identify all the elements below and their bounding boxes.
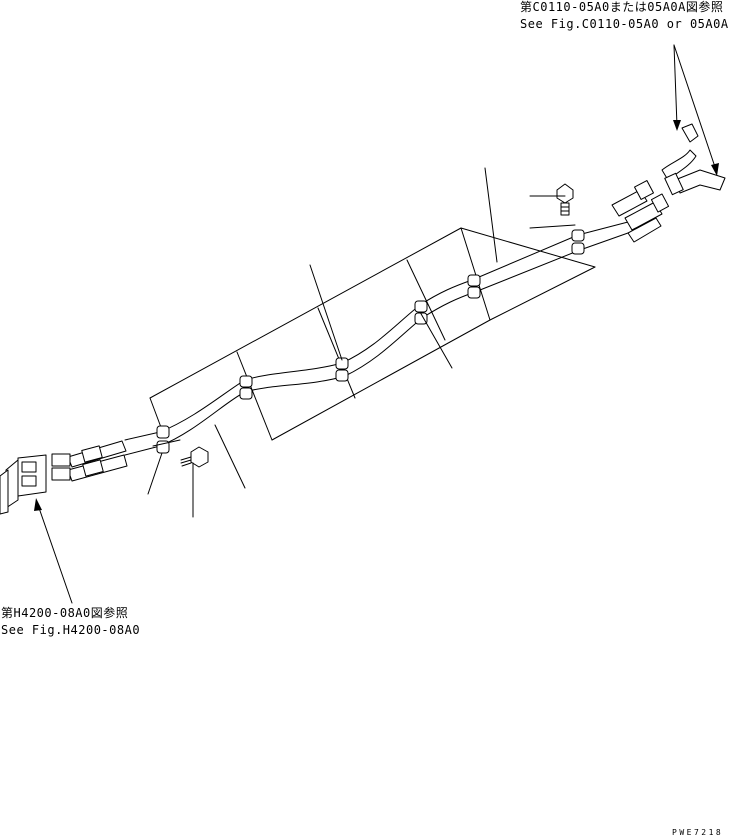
callout-top-right-jp: 第C0110-05A0または05A0A図参照	[520, 0, 724, 14]
clamp-2	[239, 375, 253, 400]
clamp-1	[152, 425, 181, 454]
left-hose-upper	[51, 440, 127, 468]
left-hose-assembly	[0, 440, 128, 604]
right-hose-assembly	[611, 44, 726, 243]
clamp-3	[335, 357, 349, 382]
bolt-upper	[556, 183, 574, 216]
tube-bundle	[124, 221, 629, 456]
leader-lines	[147, 167, 576, 518]
right-elbow-lower	[664, 169, 726, 196]
clamp-6	[571, 229, 585, 255]
right-hose-fitting-lower	[624, 193, 670, 231]
callout-bottom-left-en: See Fig.H4200-08A0	[1, 623, 141, 637]
valve-block	[0, 454, 47, 515]
clamp-4	[414, 300, 428, 325]
callout-bottom-left-jp: 第H4200-08A0図参照	[1, 606, 129, 620]
clamp-5	[467, 274, 481, 299]
bolt-lower	[180, 446, 209, 468]
right-elbow-upper	[661, 123, 699, 181]
right-hose-fitting-upper	[611, 180, 654, 217]
callout-top-right-en: See Fig.C0110-05A0 or 05A0A	[520, 17, 729, 31]
drawing-code: PWE7218	[672, 828, 724, 837]
left-hose-lower	[51, 454, 128, 482]
assembly-frame	[149, 227, 596, 441]
tube-clamps	[152, 229, 585, 454]
